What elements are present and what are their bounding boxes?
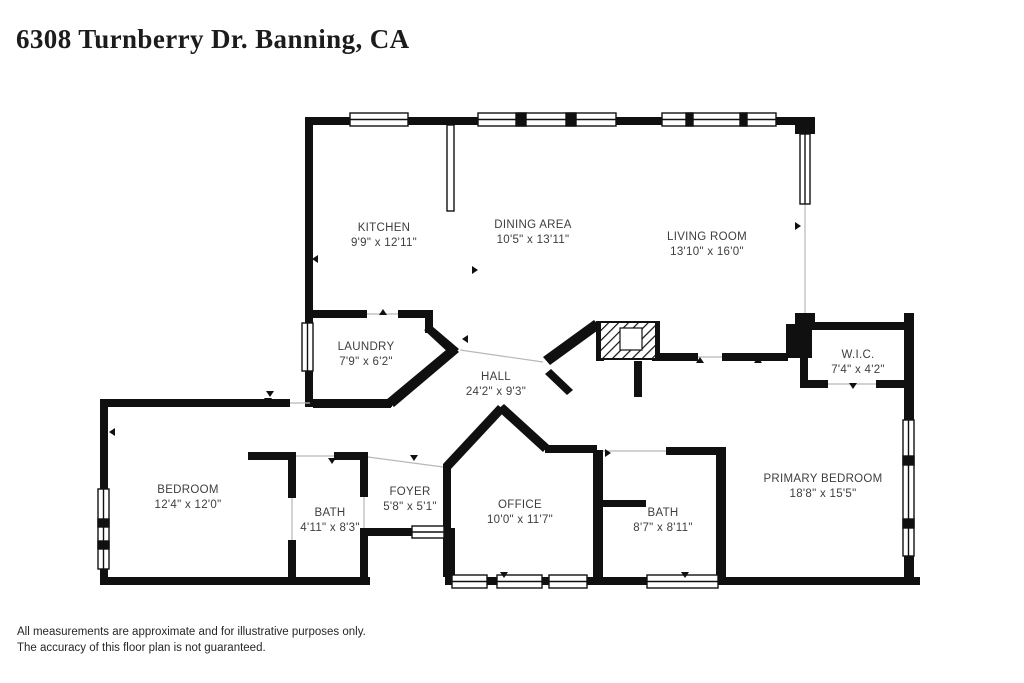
room-label-foyer: FOYER 5'8" x 5'1" — [383, 485, 437, 515]
window — [97, 488, 110, 570]
room-name: DINING AREA — [494, 219, 572, 231]
room-name: LAUNDRY — [337, 341, 395, 353]
door-marker-icon — [754, 357, 762, 363]
door-marker-icon — [605, 449, 611, 457]
window — [799, 133, 811, 205]
room-dims: 13'10" x 16'0" — [670, 246, 744, 258]
window — [661, 112, 777, 127]
room-name: W.I.C. — [841, 349, 875, 361]
door-marker-icon — [312, 255, 318, 263]
door-marker-icon — [266, 391, 274, 397]
room-dims: 4'11" x 8'3" — [300, 522, 360, 534]
room-dims: 18'8" x 15'5" — [789, 488, 857, 500]
room-name: OFFICE — [498, 499, 542, 511]
room-name: FOYER — [389, 486, 431, 498]
room-dims: 12'4" x 12'0" — [154, 499, 222, 511]
door-markers — [109, 222, 857, 578]
door-marker-icon — [795, 222, 801, 230]
room-name: LIVING ROOM — [667, 231, 747, 243]
door-marker-icon — [379, 309, 387, 315]
room-name: HALL — [481, 371, 511, 383]
window — [496, 574, 543, 589]
room-dims: 9'9" x 12'11" — [350, 237, 418, 249]
fireplace — [599, 321, 657, 360]
window — [349, 112, 409, 127]
door-marker-icon — [681, 572, 689, 578]
room-label-wic: W.I.C. 7'4" x 4'2" — [831, 348, 885, 378]
room-dims: 24'2" x 9'3" — [465, 386, 527, 398]
window — [451, 574, 488, 589]
room-label-bedroom: BEDROOM 12'4" x 12'0" — [155, 483, 222, 513]
room-dims: 5'8" x 5'1" — [383, 501, 437, 513]
window — [646, 574, 719, 589]
room-dims: 7'4" x 4'2" — [831, 364, 885, 376]
room-label-primary-bedroom: PRIMARY BEDROOM 18'8" x 15'5" — [763, 472, 882, 502]
room-name: BATH — [647, 507, 679, 519]
room-label-living: LIVING ROOM 13'10" x 16'0" — [667, 230, 747, 260]
door-marker-icon — [696, 357, 704, 363]
disclaimer-line-1: All measurements are approximate and for… — [17, 626, 366, 638]
room-label-bath-1: BATH 4'11" x 8'3" — [300, 506, 359, 536]
window — [477, 112, 617, 127]
room-label-dining: DINING AREA 10'5" x 13'11" — [494, 218, 571, 248]
room-name: KITCHEN — [357, 222, 411, 234]
window — [301, 322, 314, 372]
front-door — [411, 525, 445, 539]
door-marker-icon — [264, 398, 272, 404]
kitchen-divider — [446, 124, 455, 212]
disclaimer: All measurements are approximate and for… — [17, 624, 366, 656]
room-name: PRIMARY BEDROOM — [763, 473, 883, 485]
room-dims: 7'9" x 6'2" — [339, 356, 393, 368]
door-marker-icon — [410, 455, 418, 461]
door-marker-icon — [328, 458, 336, 464]
door-marker-icon — [500, 572, 508, 578]
room-label-hall: HALL 24'2" x 9'3" — [466, 370, 526, 400]
door-marker-icon — [849, 383, 857, 389]
windows — [97, 112, 915, 589]
disclaimer-line-2: The accuracy of this floor plan is not g… — [17, 642, 266, 654]
room-name: BEDROOM — [157, 484, 219, 496]
room-label-office: OFFICE 10'0" x 11'7" — [487, 498, 553, 528]
room-name: BATH — [314, 507, 346, 519]
room-label-laundry: LAUNDRY 7'9" x 6'2" — [338, 340, 395, 370]
window — [902, 419, 915, 557]
door-marker-icon — [462, 335, 468, 343]
room-dims: 10'5" x 13'11" — [496, 234, 570, 246]
room-dims: 8'7" x 8'11" — [633, 522, 693, 534]
window — [548, 574, 588, 589]
door-marker-icon — [472, 266, 478, 274]
door-marker-icon — [109, 428, 115, 436]
room-label-bath-2: BATH 8'7" x 8'11" — [633, 506, 692, 536]
room-label-kitchen: KITCHEN 9'9" x 12'11" — [351, 221, 417, 251]
page-title: 6308 Turnberry Dr. Banning, CA — [16, 24, 410, 54]
room-dims: 10'0" x 11'7" — [486, 514, 554, 526]
